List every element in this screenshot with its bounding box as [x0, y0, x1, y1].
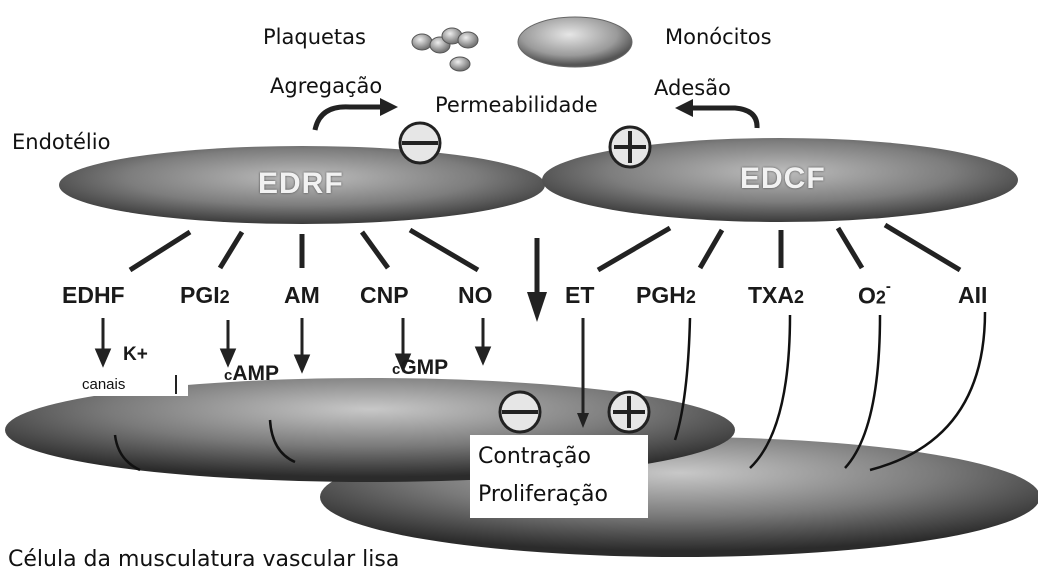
endothelium-label: Endotélio — [12, 130, 110, 154]
monocyte-icon — [518, 17, 632, 67]
edcf-connector-lines — [598, 225, 960, 270]
factor-pgh2: PGH2 — [636, 282, 696, 309]
smooth-muscle-label: Célula da musculatura vascular lisa — [8, 547, 399, 572]
channels-label: canais — [82, 376, 125, 393]
edcf-label: EDCF — [740, 162, 826, 196]
k-plus-label: K+ — [123, 344, 148, 366]
factor-pgi2: PGI2 — [180, 282, 230, 309]
edrf-connector-lines — [130, 230, 478, 270]
adhesion-arrow — [690, 108, 757, 128]
factor-aii: AII — [958, 282, 987, 309]
minus-circle-icon-top — [400, 123, 440, 163]
factor-et: ET — [565, 282, 594, 309]
platelets-icon — [412, 28, 478, 71]
monocytes-label: Monócitos — [665, 25, 772, 49]
factor-txa2: TXA2 — [748, 282, 804, 309]
edrf-label: EDRF — [258, 167, 344, 201]
inhibition-down-arrow — [527, 238, 547, 322]
factor-o2-minus: O2- — [858, 282, 891, 310]
platelets-label: Plaquetas — [263, 25, 366, 49]
plus-circle-icon-bottom — [609, 392, 649, 432]
factor-no: NO — [458, 282, 493, 309]
minus-circle-icon-bottom — [500, 392, 540, 432]
proliferation-label: Proliferação — [478, 482, 608, 507]
camp-label: cAMP — [224, 362, 279, 386]
plus-circle-icon-top — [610, 127, 650, 167]
aggregation-label: Agregação — [270, 74, 382, 98]
permeability-label: Permeabilidade — [435, 93, 598, 117]
adhesion-label: Adesão — [654, 76, 731, 100]
factor-edhf: EDHF — [62, 282, 125, 309]
aggregation-arrow — [315, 107, 385, 130]
factor-cnp: CNP — [360, 282, 409, 309]
cgmp-label: cGMP — [392, 356, 448, 380]
factor-am: AM — [284, 282, 320, 309]
contraction-label: Contração — [478, 444, 591, 469]
